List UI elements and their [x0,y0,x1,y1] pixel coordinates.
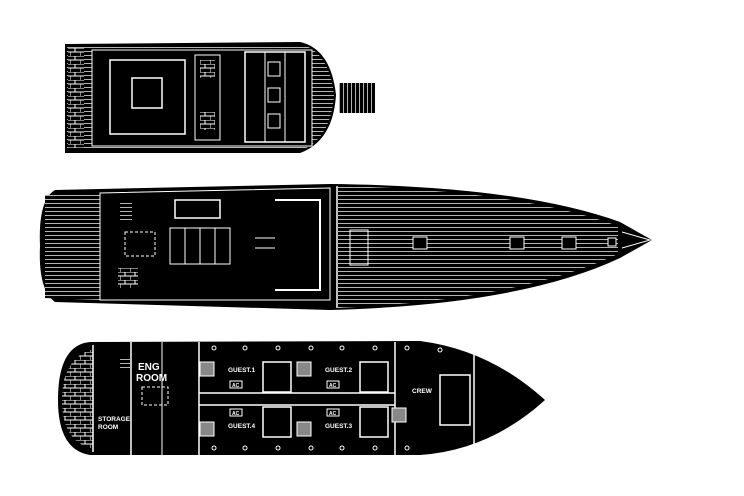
svg-text:AC: AC [232,411,240,417]
upper-deck [65,41,375,153]
lower-deck: ENG ROOM STORAGE ROOM GUEST.1 GUEST.2 GU… [58,341,545,455]
svg-text:AC: AC [232,383,240,389]
storage-room-label-2: ROOM [98,424,118,431]
crew-label: CREW [412,388,433,395]
gangway-stairs [339,83,375,113]
guest-1-label: GUEST.1 [228,367,255,374]
storage-bricks [62,350,93,448]
ac-units: AC AC AC AC [229,380,340,417]
guest-4-label: GUEST.4 [228,423,255,430]
guest-3-label: GUEST.3 [325,423,352,430]
main-deck [39,184,652,310]
eng-room-label-2: ROOM [136,373,167,384]
svg-text:AC: AC [329,411,337,417]
stern-bench [68,48,84,148]
guest-2-label: GUEST.2 [325,367,352,374]
storage-room-label-1: STORAGE [98,416,131,423]
svg-text:AC: AC [329,383,337,389]
eng-room-label-1: ENG [138,362,160,373]
